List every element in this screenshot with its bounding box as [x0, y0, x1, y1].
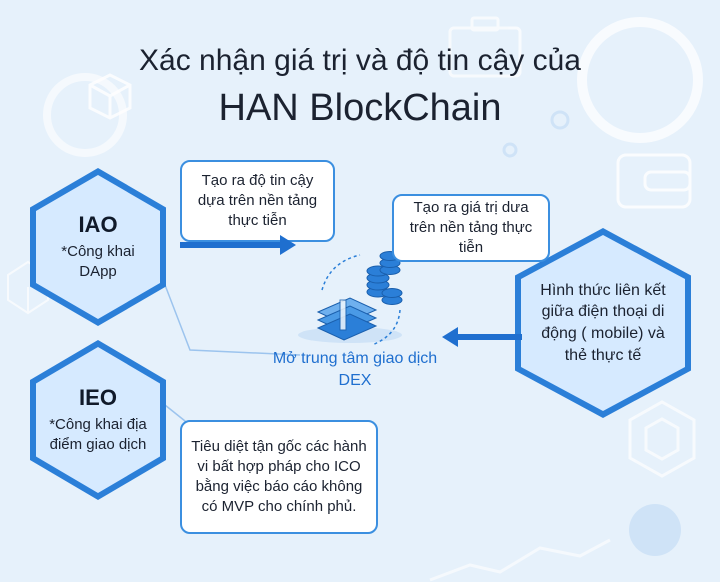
- arrow-right-icon: [180, 235, 296, 255]
- arrow-left-icon: [442, 327, 522, 347]
- circle-decoration: [43, 73, 127, 157]
- dex-label: Mở trung tâm giao dịch DEX: [272, 350, 438, 389]
- value-text: Tạo ra giá trị dưa trên nền tảng thực ti…: [409, 198, 533, 257]
- title-line-2: HAN BlockChain: [218, 87, 502, 129]
- line-decoration: [429, 538, 611, 582]
- cube-icon: [88, 73, 132, 120]
- hexagon-logo-icon: [628, 400, 696, 478]
- value-box: Tạo ra giá trị dưa trên nền tảng thực ti…: [392, 194, 550, 262]
- mobile-body: Hình thức liên kết giữa điện thoại di độ…: [540, 281, 666, 364]
- ieo-hexagon: IEO *Công khai địa điểm giao dịch: [36, 347, 160, 493]
- circle-decoration: [577, 17, 703, 143]
- circle-decoration: [629, 504, 681, 556]
- ico-box: Tiêu diệt tận gốc các hành vi bất hợp ph…: [180, 420, 378, 534]
- iao-hexagon: IAO *Công khai DApp: [36, 175, 160, 319]
- iao-heading: IAO: [78, 211, 118, 237]
- circle-decoration: [502, 142, 518, 158]
- title-line-1: Xác nhận giá trị và độ tin cậy của: [139, 44, 581, 77]
- circle-decoration: [550, 110, 570, 130]
- ieo-body: *Công khai địa điểm giao dịch: [49, 415, 147, 453]
- ieo-heading: IEO: [79, 384, 117, 410]
- trust-text: Tạo ra độ tin cậy dựa trên nền tảng thực…: [197, 171, 318, 230]
- trust-box: Tạo ra độ tin cậy dựa trên nền tảng thực…: [180, 160, 335, 242]
- briefcase-icon: [448, 16, 522, 78]
- connector-line: [164, 284, 301, 356]
- mobile-hexagon: Hình thức liên kết giữa điện thoại di độ…: [521, 235, 685, 411]
- ico-text: Tiêu diệt tận gốc các hành vi bất hợp ph…: [191, 437, 367, 516]
- wallet-icon: [616, 153, 692, 209]
- iao-body: *Công khai DApp: [61, 242, 135, 280]
- money-coins-icon: [298, 251, 403, 346]
- network-icon: [7, 260, 49, 315]
